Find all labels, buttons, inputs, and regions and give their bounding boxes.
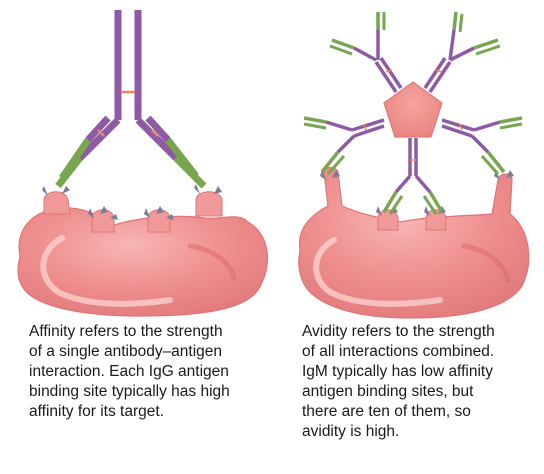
avidity-caption: Avidity refers to the strength of all in… (302, 322, 495, 442)
caption-line: of all interactions combined. (302, 343, 495, 360)
target-cell-left (17, 191, 269, 317)
caption-line: there are ten of them, so (302, 403, 471, 420)
epitope-spikes-left (42, 184, 222, 220)
caption-line: Avidity refers to the strength (302, 323, 495, 340)
target-cell-right (298, 166, 530, 319)
igm-monomer-left (303, 116, 385, 175)
igm-monomer-top-left (329, 12, 403, 93)
caption-line: interaction. Each IgG antigen (29, 363, 229, 380)
caption-line: antigen binding sites, but (302, 383, 474, 400)
igm-monomer-bottom (382, 138, 444, 215)
igm-pentamer (303, 11, 523, 215)
j-chain-pentagon (383, 81, 443, 138)
caption-line: of a single antibody–antigen (29, 343, 223, 360)
caption-line: Affinity refers to the strength (29, 323, 223, 340)
affinity-caption: Affinity refers to the strength of a sin… (29, 322, 230, 422)
caption-line: avidity is high. (302, 423, 400, 440)
igm-monomer-right (441, 116, 523, 175)
caption-line: binding site typically has high (29, 383, 230, 400)
caption-line: affinity for its target. (29, 403, 164, 420)
igg-antibody (55, 10, 207, 189)
igm-monomer-top-right (423, 11, 501, 93)
affinity-panel (17, 10, 269, 317)
avidity-panel (298, 11, 530, 319)
caption-line: IgM typically has low affinity (302, 363, 493, 380)
